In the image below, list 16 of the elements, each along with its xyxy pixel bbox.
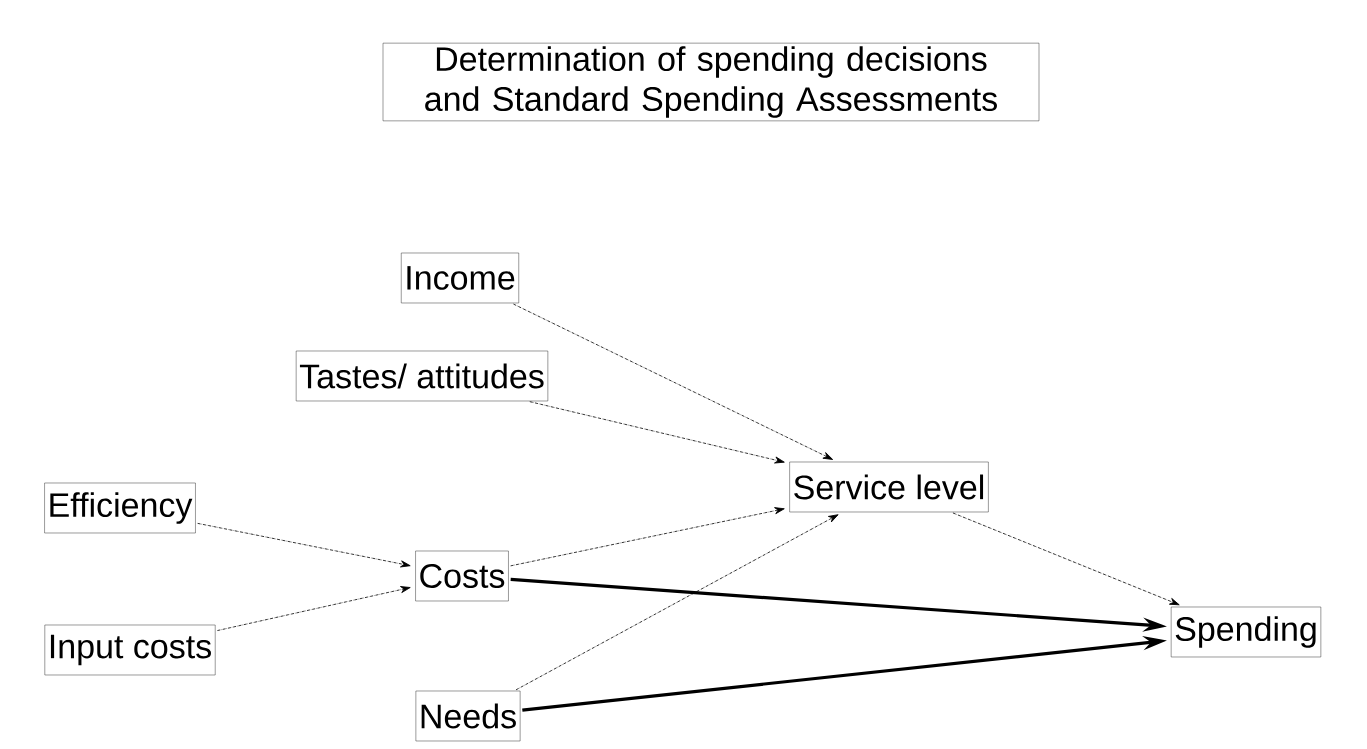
- arrow: [197, 522, 411, 568]
- arrow: [513, 303, 834, 460]
- arrow: [515, 514, 839, 691]
- text-box: Input costs: [44, 624, 216, 676]
- arrow: [510, 507, 785, 567]
- text-box: Efficiency: [44, 482, 196, 534]
- text-box: Needs: [415, 690, 521, 742]
- text-box: Costs: [415, 550, 509, 602]
- text-box: Tastes/ attitudes: [295, 350, 549, 402]
- text-box: Spending: [1170, 606, 1322, 658]
- arrow: [952, 512, 1180, 606]
- title-box: Determination of spending decisions and Standard Spending Assessments: [382, 42, 1040, 122]
- arrow: [529, 401, 785, 464]
- text-box: Service level: [789, 461, 989, 513]
- text-box: Income: [401, 252, 519, 304]
- arrow: [217, 586, 411, 631]
